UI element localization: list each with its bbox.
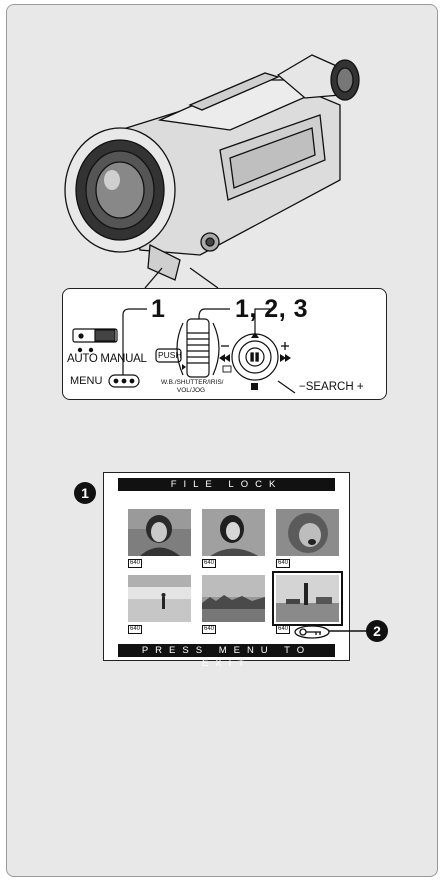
res-badge-4: 640: [128, 625, 142, 634]
thumbnail-2[interactable]: [202, 509, 265, 556]
callout-1: 1: [74, 482, 96, 504]
girl-portrait-image: [202, 509, 265, 556]
res-badge-6: 640: [276, 625, 290, 634]
auto-manual-label: AUTO MANUAL: [67, 353, 147, 365]
coastal-town-image: [202, 575, 265, 622]
screen-footer: PRESS MENU TO EXIT: [118, 644, 335, 657]
file-lock-screen: FILE LOCK 640 640 640: [103, 472, 350, 661]
push-label: PUSH: [158, 350, 182, 360]
woman-portrait-image: [128, 509, 191, 556]
res-badge-2: 640: [202, 559, 216, 568]
thumbnail-1[interactable]: [128, 509, 191, 556]
key-icon: [294, 625, 330, 639]
res-badge-3: 640: [276, 559, 290, 568]
callout-2: 2: [366, 620, 388, 642]
thumbnail-4[interactable]: [128, 575, 191, 622]
res-badge-5: 640: [202, 625, 216, 634]
thumbnail-3[interactable]: [276, 509, 339, 556]
camcorder-illustration: [50, 10, 370, 290]
menu-label: MENU: [70, 375, 102, 387]
harbor-lighthouse-image: [276, 575, 339, 622]
res-badge-1: 640: [128, 559, 142, 568]
screen-title: FILE LOCK: [118, 478, 335, 491]
dial-caption: W.B./SHUTTER/IRIS/ VOL/JOG: [161, 379, 221, 395]
search-label: −SEARCH +: [299, 381, 364, 393]
lion-image: [276, 509, 339, 556]
thumbnail-5[interactable]: [202, 575, 265, 622]
thumbnail-6-selected[interactable]: [276, 575, 339, 622]
control-panel-detail: 1 1, 2, 3: [62, 288, 387, 400]
beach-figure-image: [128, 575, 191, 622]
